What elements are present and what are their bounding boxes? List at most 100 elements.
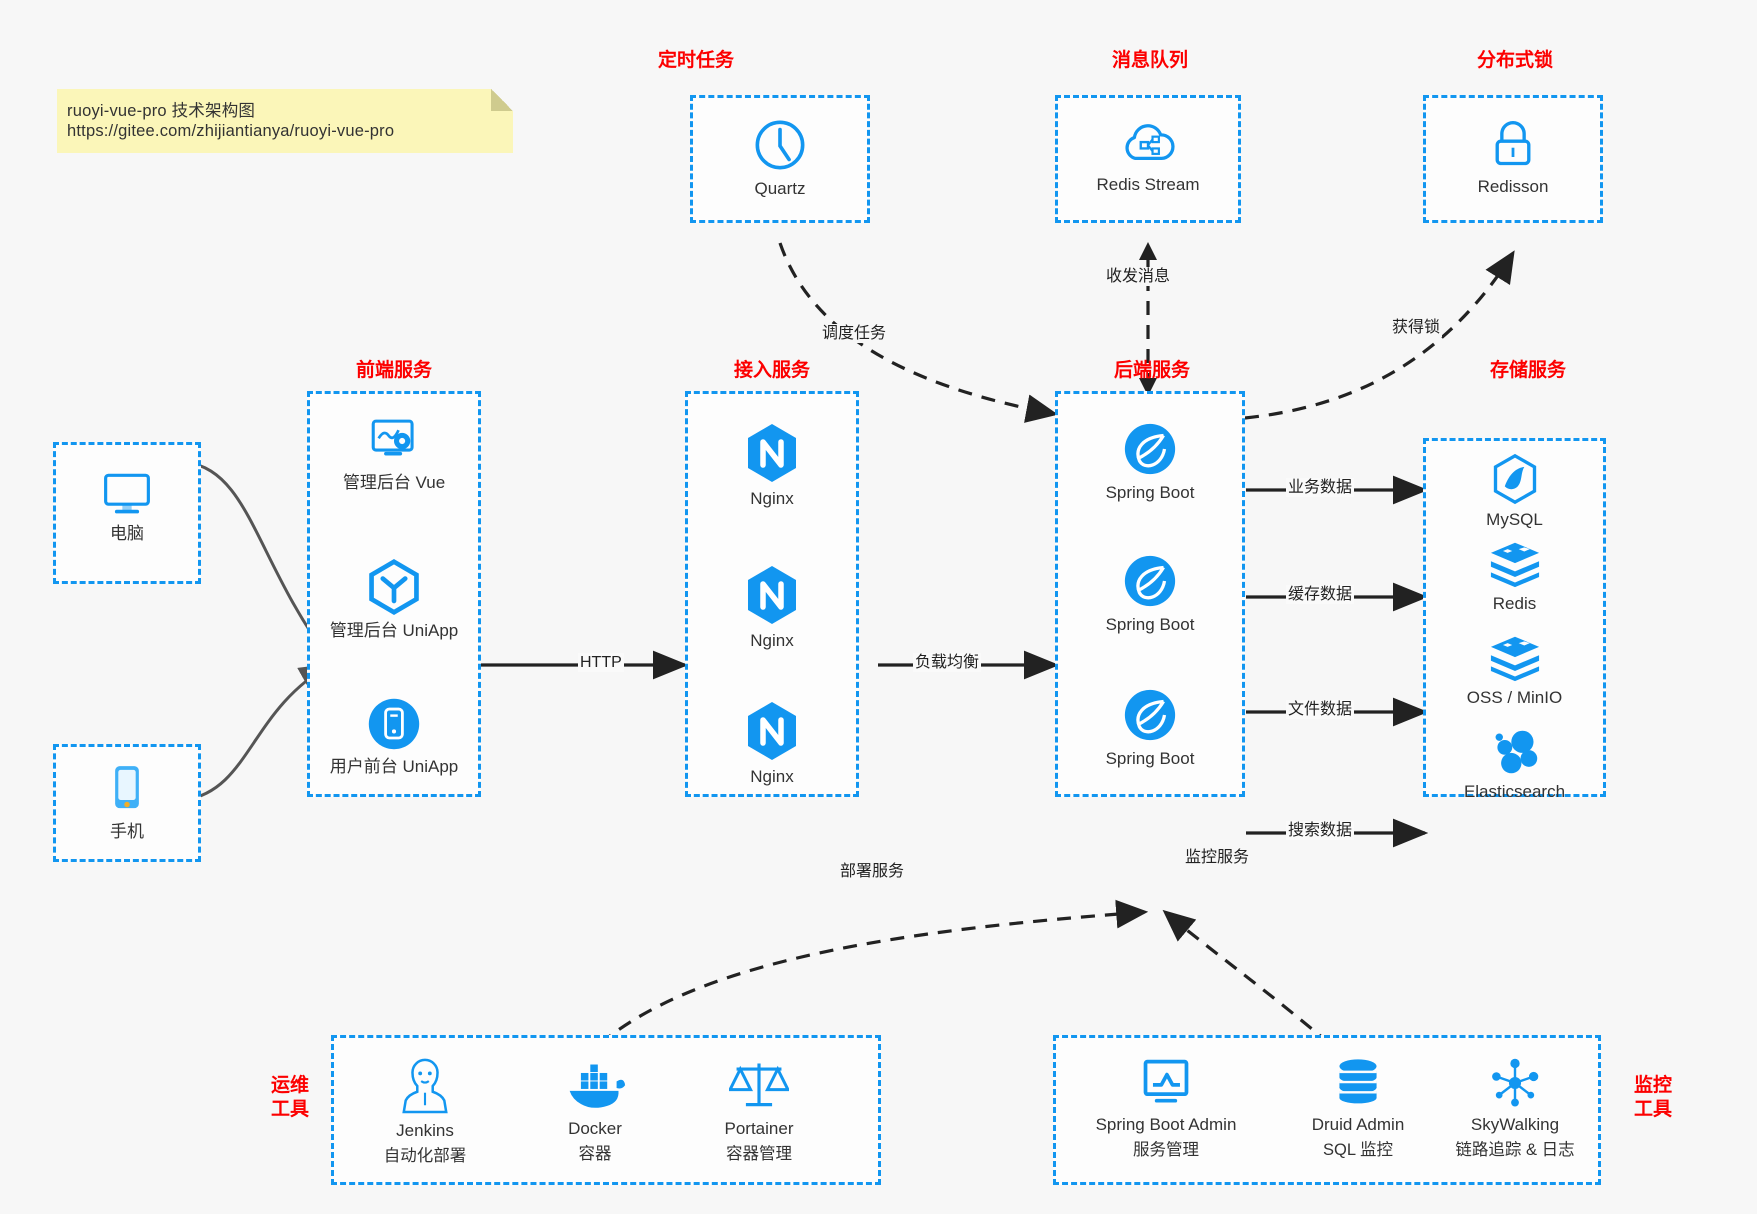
group-box-message-queue: Redis Stream [1055, 95, 1241, 223]
node-user-uniapp[interactable]: 用户前台 UniApp [310, 696, 478, 778]
node-label: Nginx [750, 489, 794, 508]
node-label: 电脑 [110, 524, 144, 543]
nginx-icon [748, 702, 796, 760]
node-docker[interactable]: Docker 容器 [522, 1062, 668, 1166]
node-sublabel: 链路追踪 & 日志 [1455, 1141, 1575, 1160]
group-title-storage: 存储服务 [1489, 360, 1566, 381]
node-label: Elasticsearch [1463, 782, 1566, 801]
edge-label-load-balance: 负载均衡 [913, 653, 982, 673]
sticky-note: ruoyi-vue-pro 技术架构图 https://gitee.com/zh… [57, 89, 513, 153]
spring-boot-icon [1124, 555, 1176, 607]
edge-label-monitor-service: 监控服务 [1183, 848, 1252, 868]
node-label: Nginx [750, 631, 794, 650]
devops-title-line-1: 运维 [270, 1075, 309, 1096]
node-label: OSS / MinIO [1466, 688, 1563, 707]
lock-icon [1495, 121, 1531, 166]
edge-label-schedule-task: 调度任务 [820, 324, 889, 344]
nginx-icon [748, 424, 796, 482]
node-redis[interactable]: Redis [1426, 539, 1603, 615]
scales-icon [729, 1063, 789, 1107]
group-title-message-queue: 消息队列 [1111, 50, 1188, 71]
edge-label-business-data: 业务数据 [1286, 478, 1355, 498]
monitoring-title-line-1: 监控 [1633, 1075, 1672, 1096]
spring-boot-icon [1124, 689, 1176, 741]
node-nginx-1[interactable]: Nginx [688, 422, 856, 510]
spring-boot-icon [1124, 423, 1176, 475]
group-box-devops: Jenkins 自动化部署 Docker 容器 [331, 1035, 881, 1185]
note-line-2: https://gitee.com/zhijiantianya/ruoyi-vu… [67, 122, 395, 140]
elasticsearch-icon [1495, 730, 1537, 774]
node-label: 用户前台 UniApp [329, 757, 459, 776]
node-admin-uniapp[interactable]: 管理后台 UniApp [310, 558, 478, 642]
node-label: Druid Admin [1311, 1115, 1405, 1134]
node-quartz[interactable]: Quartz [693, 116, 867, 200]
edge-label-http: HTTP [578, 653, 624, 673]
devops-title-line-2: 工具 [270, 1099, 309, 1121]
node-spring-boot-admin[interactable]: Spring Boot Admin 服务管理 [1066, 1056, 1266, 1162]
mobile-app-icon [368, 698, 420, 750]
node-elasticsearch[interactable]: Elasticsearch [1426, 727, 1603, 803]
dashboard-gear-icon [371, 419, 414, 456]
node-desktop[interactable]: 电脑 [56, 467, 198, 545]
node-spring-boot-3[interactable]: Spring Boot [1058, 686, 1242, 770]
node-jenkins[interactable]: Jenkins 自动化部署 [352, 1054, 498, 1168]
node-spring-boot-1[interactable]: Spring Boot [1058, 420, 1242, 504]
node-label: Portainer [724, 1119, 794, 1138]
node-sublabel: 容器 [578, 1145, 612, 1164]
group-box-scheduled-task: Quartz [690, 95, 870, 223]
node-label: Redis [1492, 594, 1537, 613]
group-title-gateway: 接入服务 [733, 360, 810, 381]
monitoring-title-line-2: 工具 [1633, 1099, 1672, 1121]
group-title-backend: 后端服务 [1113, 360, 1190, 381]
node-sublabel: SQL 监控 [1323, 1141, 1393, 1160]
edge-label-deploy-service: 部署服务 [838, 862, 907, 882]
node-sublabel: 自动化部署 [383, 1147, 467, 1166]
node-skywalking[interactable]: SkyWalking 链路追踪 & 日志 [1430, 1056, 1600, 1162]
node-label: Redisson [1477, 177, 1549, 196]
node-label: Docker [568, 1119, 622, 1138]
skywalking-icon [1492, 1058, 1539, 1107]
monitor-chart-icon [1143, 1059, 1189, 1103]
node-admin-vue[interactable]: 管理后台 Vue [310, 414, 478, 494]
uniapp-hex-icon [369, 559, 419, 615]
node-mysql[interactable]: MySQL [1426, 453, 1603, 531]
desktop-icon [104, 473, 150, 514]
node-redis-stream[interactable]: Redis Stream [1058, 116, 1238, 196]
node-nginx-2[interactable]: Nginx [688, 564, 856, 652]
node-label: Redis Stream [1096, 175, 1200, 194]
edge-label-send-recv-msg: 收发消息 [1104, 267, 1173, 287]
node-spring-boot-2[interactable]: Spring Boot [1058, 552, 1242, 636]
node-phone[interactable]: 手机 [56, 761, 198, 843]
node-label: 手机 [110, 822, 144, 841]
group-title-scheduled-task: 定时任务 [657, 50, 734, 71]
group-box-gateway: Nginx Nginx Nginx [685, 391, 859, 797]
node-label: Spring Boot [1105, 615, 1195, 634]
edge-label-file-data: 文件数据 [1286, 700, 1355, 720]
group-box-frontend: 管理后台 Vue 管理后台 UniApp 用户前台 UniApp [307, 391, 481, 797]
node-label: Spring Boot [1105, 483, 1195, 502]
node-label: 管理后台 UniApp [329, 621, 459, 640]
node-label: Nginx [750, 767, 794, 786]
jenkins-icon [402, 1058, 448, 1114]
phone-icon [115, 766, 139, 809]
docker-icon [569, 1064, 626, 1108]
group-box-storage: MySQL Redis OSS / MinIO [1423, 438, 1606, 801]
group-box-monitoring: Spring Boot Admin 服务管理 Druid Admin SQL 监… [1053, 1035, 1601, 1185]
node-oss-minio[interactable]: OSS / MinIO [1426, 633, 1603, 709]
group-box-client-desktop: 电脑 [53, 442, 201, 584]
node-label: MySQL [1486, 510, 1543, 529]
note-fold-corner [491, 89, 513, 111]
node-portainer[interactable]: Portainer 容器管理 [686, 1056, 832, 1166]
edge-label-cache-data: 缓存数据 [1286, 585, 1355, 605]
node-nginx-3[interactable]: Nginx [688, 700, 856, 788]
group-title-distributed-lock: 分布式锁 [1476, 50, 1553, 71]
node-druid-admin[interactable]: Druid Admin SQL 监控 [1278, 1056, 1438, 1162]
group-title-devops: 运维 工具 [252, 1074, 328, 1123]
group-box-client-phone: 手机 [53, 744, 201, 862]
note-line-1: ruoyi-vue-pro 技术架构图 [67, 102, 256, 120]
node-redisson[interactable]: Redisson [1426, 116, 1600, 198]
group-box-distributed-lock: Redisson [1423, 95, 1603, 223]
node-label: SkyWalking [1470, 1115, 1560, 1134]
cloud-stream-icon [1125, 124, 1175, 161]
